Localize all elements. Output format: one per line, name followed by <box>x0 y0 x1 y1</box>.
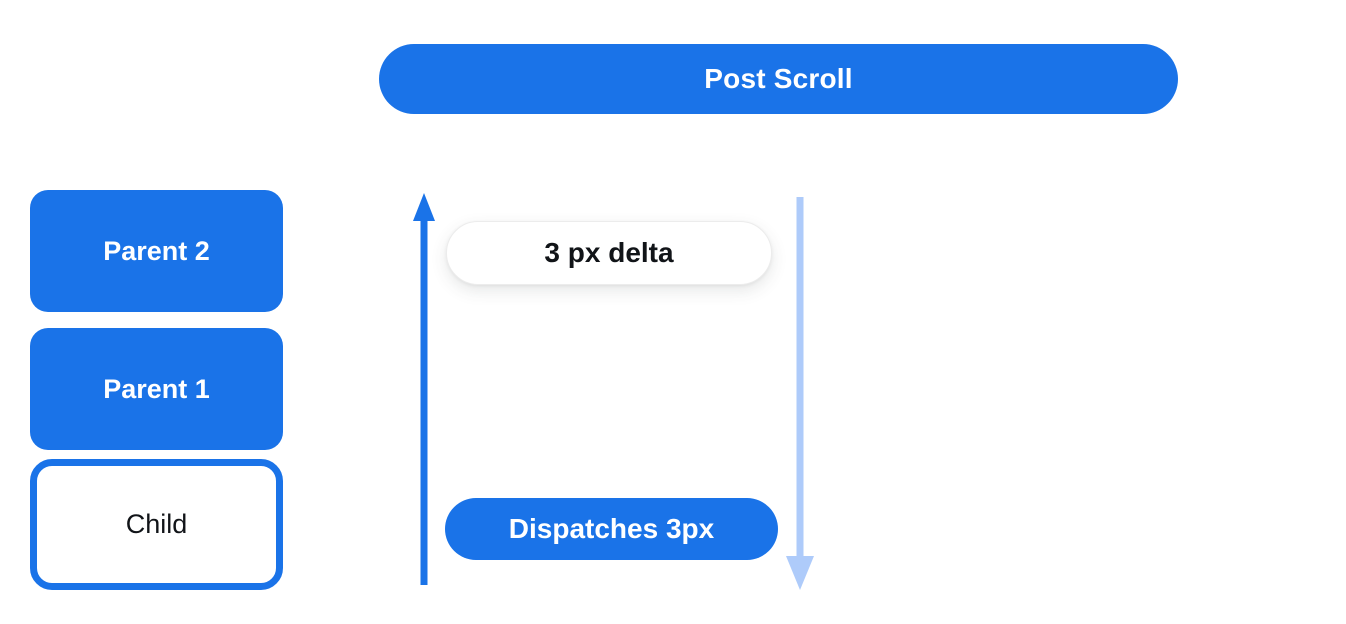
node-child: Child <box>30 459 283 590</box>
delta-pill-label: 3 px delta <box>544 237 674 268</box>
node-child-label: Child <box>125 509 188 539</box>
node-parent-1: Parent 1 <box>30 328 283 450</box>
post-scroll-label: Post Scroll <box>704 63 853 94</box>
arrow-down-icon <box>786 197 814 590</box>
dispatch-pill-label: Dispatches 3px <box>508 513 715 544</box>
node-parent-1-label: Parent 1 <box>103 373 210 404</box>
post-scroll-banner: Post Scroll <box>379 44 1178 114</box>
arrow-up-icon <box>413 193 435 585</box>
dispatch-pill: Dispatches 3px <box>445 498 778 560</box>
node-parent-2-label: Parent 2 <box>103 235 210 266</box>
delta-pill: 3 px delta <box>446 221 772 285</box>
node-parent-2: Parent 2 <box>30 190 283 312</box>
